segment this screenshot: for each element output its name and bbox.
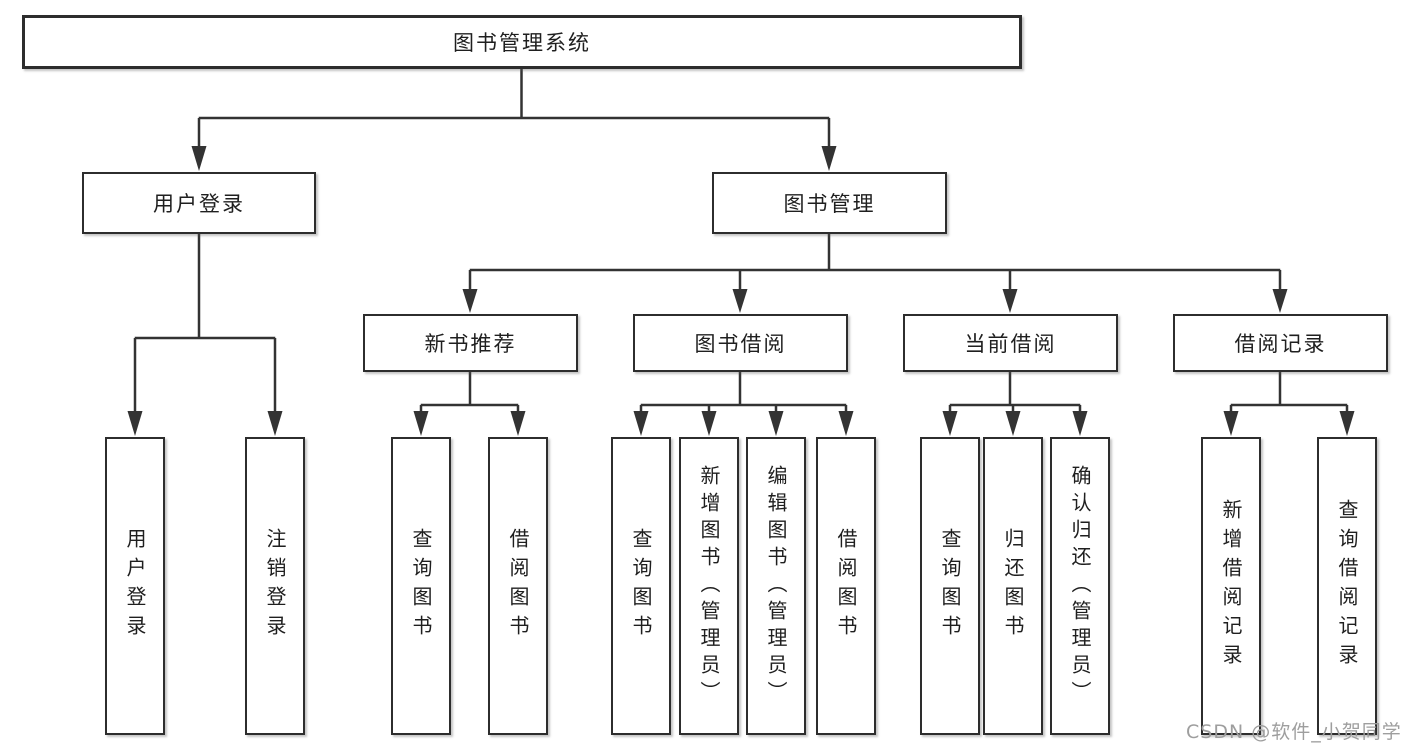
node-label: 新增图书（管理员）	[697, 464, 721, 708]
node-label: 借阅图书	[834, 528, 858, 644]
node-book-management: 图书管理	[712, 172, 947, 234]
arrow-down-icon	[510, 411, 526, 436]
arrow-down-icon	[821, 146, 837, 171]
node-label: 归还图书	[1001, 528, 1025, 644]
arrow-down-icon	[127, 411, 143, 436]
leaf-confirm-return-admin: 确认归还（管理员）	[1050, 437, 1110, 735]
arrow-down-icon	[462, 289, 478, 313]
node-label: 注销登录	[263, 528, 287, 644]
node-label: 用户登录	[153, 192, 245, 216]
node-label: 查询图书	[629, 528, 653, 644]
node-label: 查询借阅记录	[1335, 499, 1359, 673]
arrow-down-icon	[633, 411, 649, 436]
leaf-query-books-current: 查询图书	[920, 437, 980, 735]
leaf-logout: 注销登录	[245, 437, 305, 735]
node-label: 图书管理	[783, 192, 876, 216]
node-label: 图书借阅	[694, 332, 787, 356]
tree-edges	[133, 69, 1349, 412]
watermark-text: CSDN @软件_小贺同学	[1186, 721, 1402, 743]
node-label: 确认归还（管理员）	[1068, 464, 1092, 708]
arrow-down-icon	[1005, 411, 1021, 436]
arrow-down-icon	[191, 146, 207, 171]
node-label: 新增借阅记录	[1219, 499, 1243, 673]
leaf-borrow-books-borrowing: 借阅图书	[816, 437, 876, 735]
arrow-down-icon	[838, 411, 854, 436]
arrow-down-icon	[413, 411, 429, 436]
arrow-down-icon	[942, 411, 958, 436]
leaf-add-borrow-record: 新增借阅记录	[1201, 437, 1261, 735]
node-label: 查询图书	[409, 528, 433, 644]
leaf-query-borrow-record: 查询借阅记录	[1317, 437, 1377, 735]
node-current-borrowing: 当前借阅	[903, 314, 1118, 372]
node-label: 当前借阅	[964, 332, 1057, 356]
arrow-down-icon	[1072, 411, 1088, 436]
leaf-add-book-admin: 新增图书（管理员）	[679, 437, 739, 735]
node-label: 借阅记录	[1234, 332, 1327, 356]
node-new-book-recommendation: 新书推荐	[363, 314, 578, 372]
arrow-down-icon	[701, 411, 717, 436]
leaf-return-book: 归还图书	[983, 437, 1043, 735]
node-label: 图书管理系统	[453, 31, 591, 55]
arrow-down-icon	[732, 289, 748, 313]
node-book-borrowing: 图书借阅	[633, 314, 848, 372]
arrow-down-icon	[1272, 289, 1288, 313]
arrow-down-icon	[267, 411, 283, 436]
arrow-down-icon	[1223, 411, 1239, 436]
leaf-borrow-books-recommendation: 借阅图书	[488, 437, 548, 735]
leaf-query-books-recommendation: 查询图书	[391, 437, 451, 735]
node-label: 借阅图书	[506, 528, 530, 644]
node-borrowing-records: 借阅记录	[1173, 314, 1388, 372]
node-user-login: 用户登录	[82, 172, 316, 234]
node-label: 查询图书	[938, 528, 962, 644]
arrow-down-icon	[1339, 411, 1355, 436]
leaf-user-login: 用户登录	[105, 437, 165, 735]
node-label: 编辑图书（管理员）	[764, 464, 788, 708]
leaf-edit-book-admin: 编辑图书（管理员）	[746, 437, 806, 735]
arrow-down-icon	[1002, 289, 1018, 313]
node-label: 用户登录	[123, 528, 147, 644]
arrow-down-icon	[768, 411, 784, 436]
node-label: 新书推荐	[424, 332, 517, 356]
leaf-query-books-borrowing: 查询图书	[611, 437, 671, 735]
node-library-management-system: 图书管理系统	[22, 15, 1022, 69]
